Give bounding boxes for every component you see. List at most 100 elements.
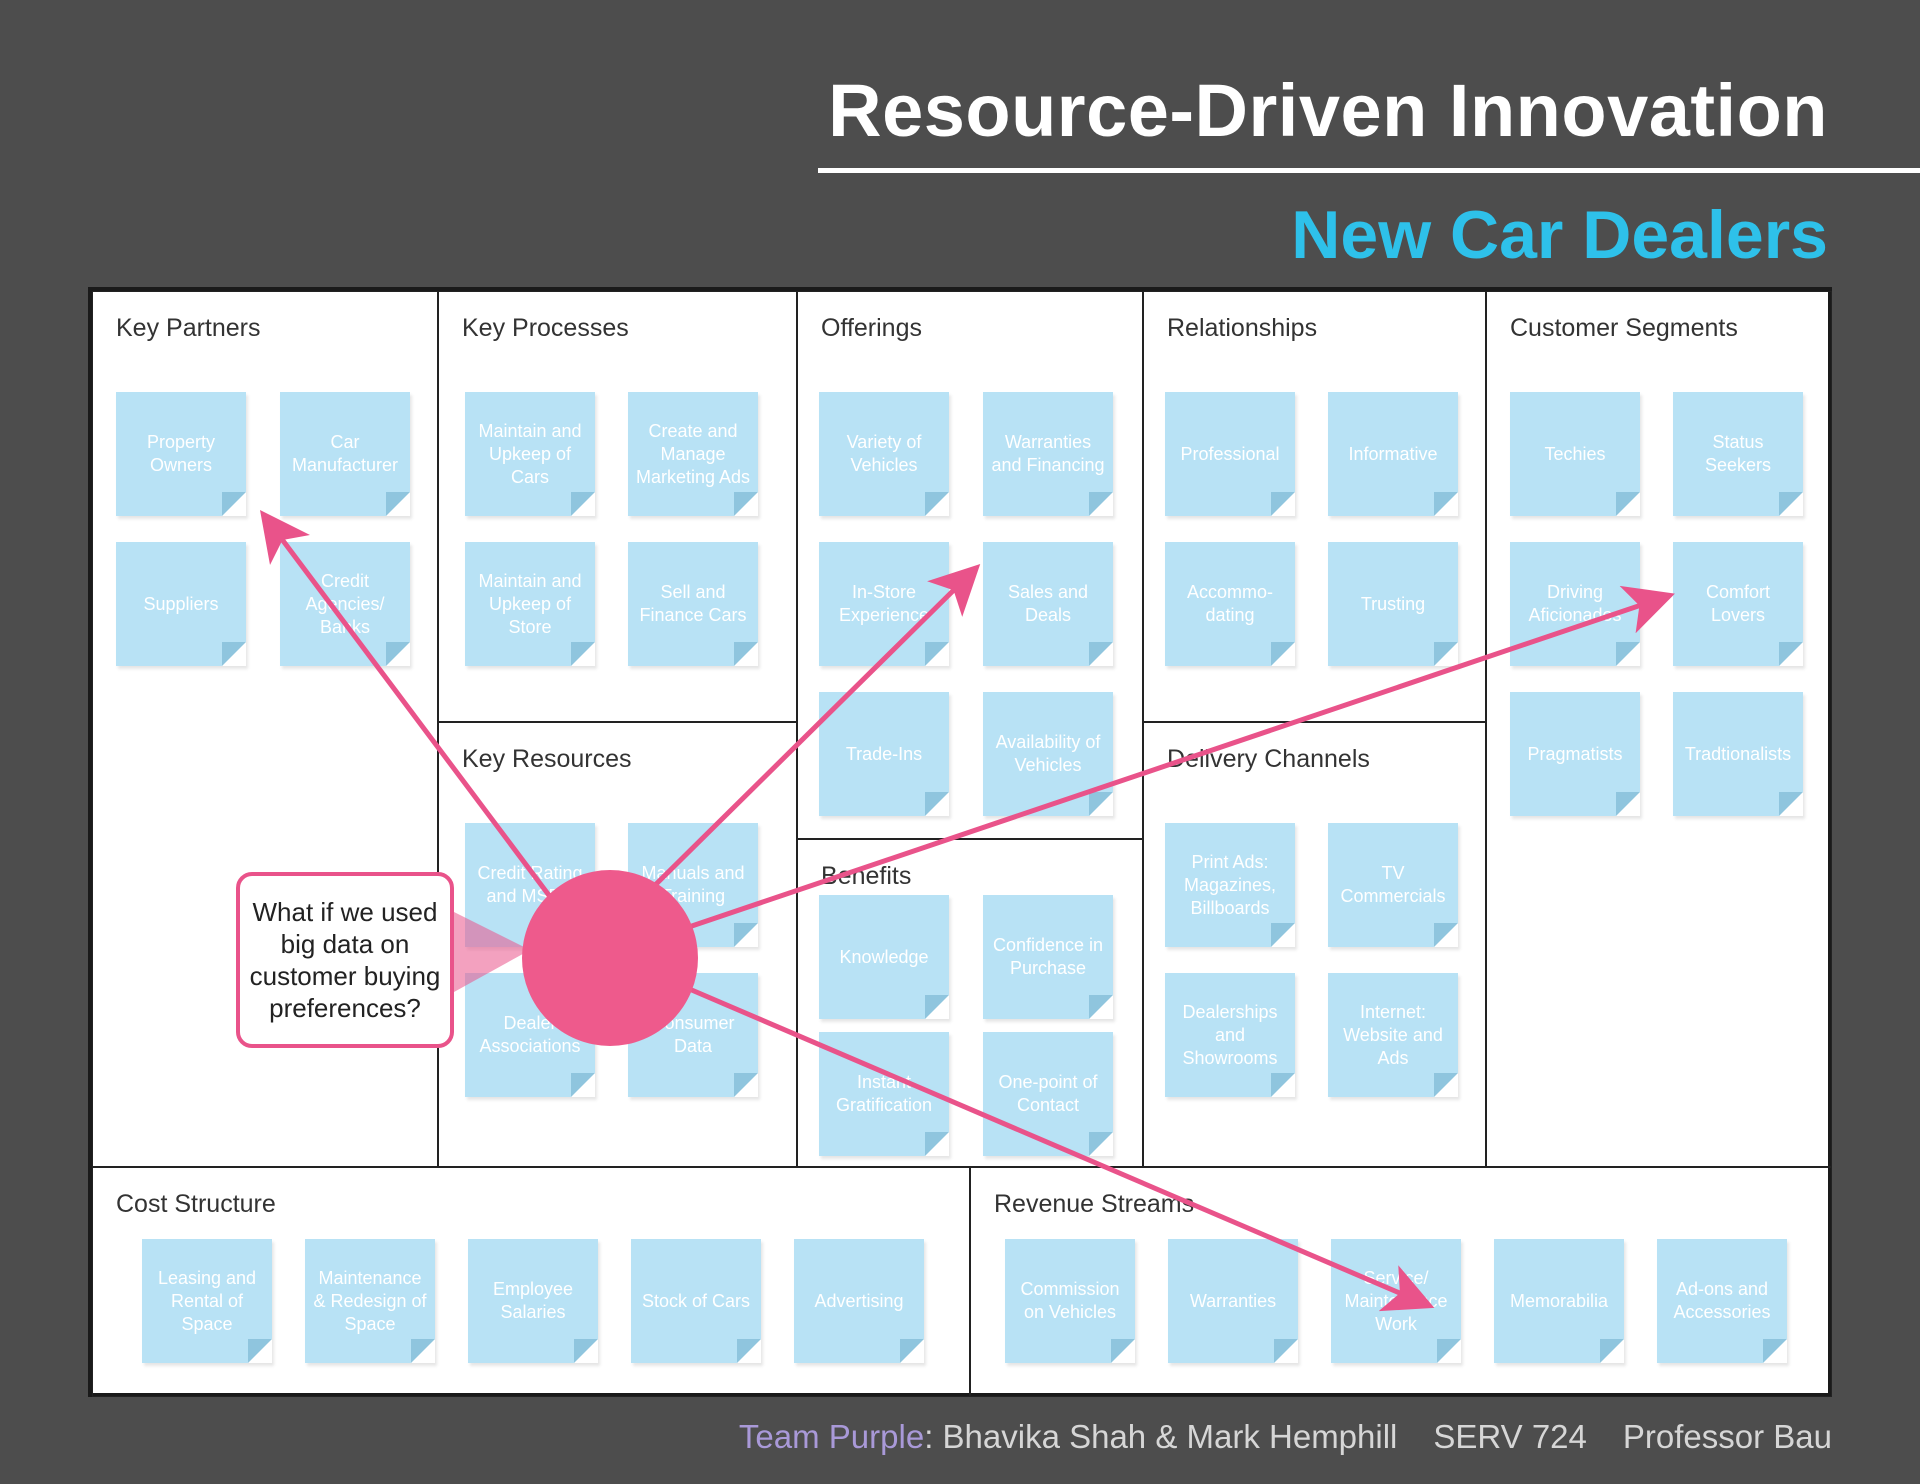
note-text: Tradtionalists: [1684, 743, 1792, 764]
sticky-note: Memorabilia: [1494, 1239, 1624, 1363]
note-text: Knowledge: [839, 946, 929, 967]
arrow-to-in-store-experience: [638, 563, 981, 902]
note-text: Techies: [1544, 443, 1606, 464]
arrow-to-service-maintenance: [679, 982, 1435, 1312]
callout-pointer: [454, 912, 530, 992]
sticky-note: Car Manufacturer: [280, 392, 410, 516]
sticky-note: TV Commercials: [1328, 823, 1458, 947]
sticky-note: Techies: [1510, 392, 1640, 516]
note-text: Availability of Vehicles: [995, 732, 1101, 775]
professor-name: Professor Bau: [1622, 1418, 1832, 1455]
canvas-board: Key Partners Property Owners Car Manufac…: [88, 287, 1832, 1397]
note-text: Print Ads: Magazines, Billboards: [1183, 851, 1277, 918]
sticky-note: Professional: [1165, 392, 1295, 516]
note-text: Professional: [1180, 443, 1280, 464]
note-text: Leasing and Rental of Space: [157, 1267, 257, 1334]
title-divider: [818, 168, 1920, 173]
block-label: Delivery Channels: [1167, 745, 1370, 773]
note-text: Informative: [1348, 443, 1438, 464]
note-text: Comfort Lovers: [1705, 582, 1770, 625]
block-label: Key Resources: [462, 745, 632, 773]
note-text: Stock of Cars: [641, 1290, 751, 1311]
note-text: In-Store Experience: [838, 582, 930, 625]
note-text: Dealerships and Showrooms: [1182, 1001, 1278, 1068]
note-text: Suppliers: [143, 593, 219, 614]
sticky-note: Status Seekers: [1673, 392, 1803, 516]
idea-hub-circle: [522, 870, 698, 1046]
block-label: Customer Segments: [1510, 314, 1738, 342]
note-text: Commission on Vehicles: [1020, 1279, 1120, 1322]
sticky-note: Variety of Vehicles: [819, 392, 949, 516]
block-key-processes: Key Processes Maintain and Upkeep of Car…: [438, 291, 797, 722]
block-offerings: Offerings Variety of Vehicles Warranties…: [797, 291, 1143, 839]
block-label: Revenue Streams: [994, 1190, 1195, 1218]
page-title: Resource-Driven Innovation: [828, 69, 1828, 152]
note-text: Advertising: [814, 1290, 904, 1311]
note-text: Confidence in Purchase: [992, 935, 1104, 978]
sticky-note: Suppliers: [116, 542, 246, 666]
note-text: Employee Salaries: [492, 1279, 574, 1322]
block-label: Relationships: [1167, 314, 1318, 342]
block-cost-structure: Cost Structure Leasing and Rental of Spa…: [92, 1167, 970, 1397]
sticky-note: Warranties and Financing: [983, 392, 1113, 516]
block-customer-segments: Customer Segments Techies Status Seekers…: [1486, 291, 1832, 1167]
block-label: Cost Structure: [116, 1190, 276, 1218]
callout-text: What if we used big data on customer buy…: [249, 897, 441, 1023]
sticky-note: Sales and Deals: [983, 542, 1113, 666]
sticky-note: Commission on Vehicles: [1005, 1239, 1135, 1363]
note-text: Warranties: [1189, 1290, 1277, 1311]
note-text: Variety of Vehicles: [846, 432, 922, 475]
sticky-note: Ad-ons and Accessories: [1657, 1239, 1787, 1363]
sticky-note: Comfort Lovers: [1673, 542, 1803, 666]
sticky-note: Dealerships and Showrooms: [1165, 973, 1295, 1097]
note-text: Sales and Deals: [1007, 582, 1089, 625]
block-label: Key Partners: [116, 314, 261, 342]
sticky-note: Warranties: [1168, 1239, 1298, 1363]
arrow-to-car-manufacturer: [260, 510, 562, 912]
sticky-note: Confidence in Purchase: [983, 895, 1113, 1019]
idea-callout: What if we used big data on customer buy…: [236, 872, 454, 1048]
note-text: Status Seekers: [1704, 432, 1772, 475]
team-members: : Bhavika Shah & Mark Hemphill: [924, 1418, 1398, 1455]
block-relationships: Relationships Professional Informative A…: [1143, 291, 1486, 722]
note-text: Accommo-dating: [1186, 582, 1273, 625]
note-text: Credit Agencies/ Banks: [305, 570, 385, 637]
note-text: Ad-ons and Accessories: [1673, 1279, 1771, 1322]
sticky-note: One-point of Contact: [983, 1032, 1113, 1156]
sticky-note: Trade-Ins: [819, 692, 949, 816]
sticky-note: Knowledge: [819, 895, 949, 1019]
sticky-note: Availability of Vehicles: [983, 692, 1113, 816]
page-subtitle: New Car Dealers: [1291, 197, 1828, 273]
note-text: Trade-Ins: [845, 743, 923, 764]
sticky-note: Pragmatists: [1510, 692, 1640, 816]
sticky-note: Leasing and Rental of Space: [142, 1239, 272, 1363]
note-text: Internet: Website and Ads: [1343, 1001, 1443, 1068]
note-text: Dealer Associations: [479, 1013, 581, 1056]
footer-credits: Team Purple: Bhavika Shah & Mark Hemphil…: [739, 1418, 1832, 1456]
sticky-note: Internet: Website and Ads: [1328, 973, 1458, 1097]
course-code: SERV 724: [1433, 1418, 1587, 1455]
note-text: TV Commercials: [1340, 863, 1446, 906]
sticky-note: Accommo-dating: [1165, 542, 1295, 666]
team-name: Team Purple: [738, 1418, 925, 1455]
note-text: Maintenance & Redesign of Space: [313, 1267, 427, 1334]
sticky-note: Trusting: [1328, 542, 1458, 666]
sticky-note: Print Ads: Magazines, Billboards: [1165, 823, 1295, 947]
sticky-note: Property Owners: [116, 392, 246, 516]
sticky-note: Informative: [1328, 392, 1458, 516]
note-text: Pragmatists: [1527, 743, 1623, 764]
sticky-note: Maintenance & Redesign of Space: [305, 1239, 435, 1363]
note-text: Create and Manage Marketing Ads: [635, 420, 751, 487]
sticky-note: Maintain and Upkeep of Cars: [465, 392, 595, 516]
sticky-note: Sell and Finance Cars: [628, 542, 758, 666]
note-text: Trusting: [1360, 593, 1426, 614]
sticky-note: Maintain and Upkeep of Store: [465, 542, 595, 666]
note-text: Maintain and Upkeep of Cars: [478, 420, 582, 487]
arrow-to-comfort-lovers: [679, 585, 1675, 933]
sticky-note: Create and Manage Marketing Ads: [628, 392, 758, 516]
note-text: Maintain and Upkeep of Store: [478, 570, 582, 637]
sticky-note: Tradtionalists: [1673, 692, 1803, 816]
sticky-note: Advertising: [794, 1239, 924, 1363]
note-text: Sell and Finance Cars: [639, 582, 747, 625]
